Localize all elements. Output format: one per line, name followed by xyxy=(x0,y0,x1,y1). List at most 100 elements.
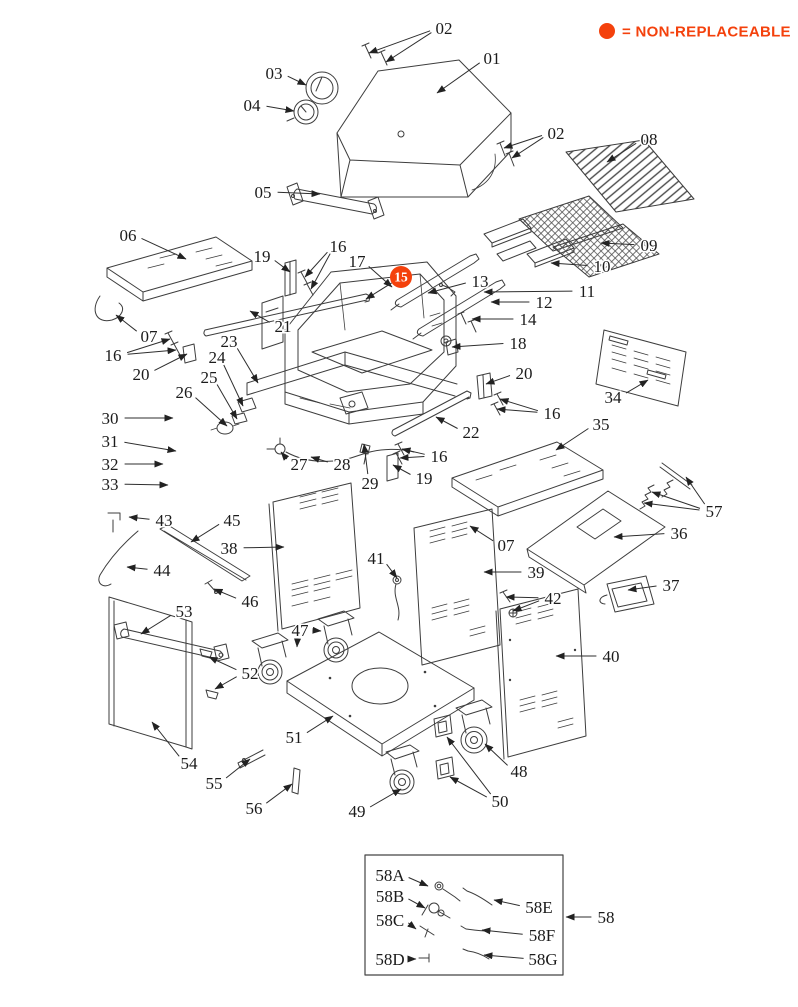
part-callout-16[interactable]: 16 xyxy=(496,398,562,425)
svg-text:19: 19 xyxy=(416,469,433,488)
part-callout-32[interactable]: 32 xyxy=(100,454,164,476)
part-callout-54[interactable]: 54 xyxy=(151,721,200,775)
part-callout-01[interactable]: 01 xyxy=(436,48,502,94)
part-callout-05[interactable]: 05 xyxy=(253,182,321,204)
part-callout-46[interactable]: 46 xyxy=(213,588,260,613)
part-callout-29[interactable]: 29 xyxy=(360,443,380,495)
part-callout-10[interactable]: 10 xyxy=(550,256,612,278)
part-callout-09[interactable]: 09 xyxy=(600,235,659,257)
part-callout-58[interactable]: 58 xyxy=(565,907,616,929)
svg-text:11: 11 xyxy=(579,282,595,301)
part-callout-39[interactable]: 39 xyxy=(483,562,546,584)
svg-text:18: 18 xyxy=(510,334,527,353)
part-callout-08[interactable]: 08 xyxy=(606,129,659,163)
part-callout-26[interactable]: 26 xyxy=(174,382,228,427)
part-callout-16[interactable]: 16 xyxy=(304,236,348,290)
part-callout-44[interactable]: 44 xyxy=(126,560,173,582)
part-callout-52[interactable]: 52 xyxy=(208,656,260,690)
handle-part xyxy=(286,182,385,220)
svg-text:12: 12 xyxy=(536,293,553,312)
part-callout-17[interactable]: 17 xyxy=(347,251,393,288)
part-callout-33[interactable]: 33 xyxy=(100,474,169,496)
part-callout-58G[interactable]: 58G xyxy=(483,949,559,971)
part-callout-02[interactable]: 02 xyxy=(503,123,566,159)
part-callout-47[interactable]: 47 xyxy=(290,620,322,648)
part-callout-57[interactable]: 57 xyxy=(643,476,725,523)
svg-text:52: 52 xyxy=(242,664,259,683)
highlighted-part-badge xyxy=(390,266,412,288)
svg-text:30: 30 xyxy=(102,409,119,428)
part-callout-15[interactable]: 15 xyxy=(365,266,412,300)
part-callout-14[interactable]: 14 xyxy=(471,309,539,331)
svg-text:16: 16 xyxy=(431,447,448,466)
svg-text:39: 39 xyxy=(528,563,545,582)
legend-text: = NON-REPLACEABLE xyxy=(622,24,791,41)
part-callout-16[interactable]: 16 xyxy=(103,338,177,367)
part-callout-13[interactable]: 13 xyxy=(427,271,490,295)
part-callout-22[interactable]: 22 xyxy=(435,416,481,444)
support-brace-part xyxy=(210,351,458,435)
part-callout-07[interactable]: 07 xyxy=(115,314,160,348)
part-callout-56[interactable]: 56 xyxy=(244,783,293,820)
part-callout-03[interactable]: 03 xyxy=(264,63,307,86)
part-callout-35[interactable]: 35 xyxy=(555,414,611,451)
part-callout-16[interactable]: 16 xyxy=(399,446,449,468)
part-callout-24[interactable]: 24 xyxy=(207,347,244,407)
part-callout-27[interactable]: 27 xyxy=(280,451,310,476)
svg-text:13: 13 xyxy=(472,272,489,291)
part-callout-28[interactable]: 28 xyxy=(310,454,352,476)
cooking-grates-part xyxy=(518,195,660,278)
svg-text:06: 06 xyxy=(120,226,137,245)
part-callout-07[interactable]: 07 xyxy=(469,525,517,557)
left-side-panel-part xyxy=(268,482,361,632)
lid-screws-part xyxy=(361,42,515,167)
part-callout-53[interactable]: 53 xyxy=(140,601,194,635)
part-callout-45[interactable]: 45 xyxy=(190,510,242,543)
base-panel-part xyxy=(286,631,475,757)
svg-text:16: 16 xyxy=(544,404,561,423)
part-callout-42[interactable]: 42 xyxy=(505,588,563,612)
heat-plates-part xyxy=(483,218,575,268)
rear-panel-part xyxy=(595,329,687,407)
part-callout-38[interactable]: 38 xyxy=(219,538,285,560)
part-callout-55[interactable]: 55 xyxy=(204,758,251,795)
part-callout-30[interactable]: 30 xyxy=(100,408,174,430)
part-callout-25[interactable]: 25 xyxy=(199,367,238,420)
part-callout-48[interactable]: 48 xyxy=(484,743,529,783)
part-callout-11[interactable]: 11 xyxy=(483,281,597,303)
part-callout-06[interactable]: 06 xyxy=(118,225,187,260)
part-callout-23[interactable]: 23 xyxy=(219,331,259,384)
part-callout-58F[interactable]: 58F xyxy=(481,925,557,947)
part-callout-04[interactable]: 04 xyxy=(242,95,295,117)
part-callout-58C[interactable]: 58C xyxy=(374,910,417,932)
part-callout-43[interactable]: 43 xyxy=(128,510,174,532)
part-callout-02[interactable]: 02 xyxy=(368,18,454,63)
legend: = NON-REPLACEABLE xyxy=(599,23,791,41)
part-callout-50[interactable]: 50 xyxy=(446,736,510,813)
part-callout-36[interactable]: 36 xyxy=(613,523,689,545)
part-callout-19[interactable]: 19 xyxy=(252,246,291,273)
part-callout-58A[interactable]: 58A xyxy=(374,865,429,887)
part-callout-58D[interactable]: 58D xyxy=(374,949,417,971)
part-callout-58E[interactable]: 58E xyxy=(493,897,554,919)
part-callout-21[interactable]: 21 xyxy=(249,310,293,338)
part-callout-12[interactable]: 12 xyxy=(490,292,554,314)
part-callout-51[interactable]: 51 xyxy=(284,715,334,749)
warming-rack-part xyxy=(565,139,695,213)
svg-text:40: 40 xyxy=(603,647,620,666)
svg-text:31: 31 xyxy=(102,432,119,451)
part-callout-37[interactable]: 37 xyxy=(627,575,682,597)
part-callout-18[interactable]: 18 xyxy=(451,333,528,355)
part-callout-20[interactable]: 20 xyxy=(131,353,188,386)
svg-text:47: 47 xyxy=(292,621,310,640)
part-callout-19[interactable]: 19 xyxy=(392,464,434,490)
part-callout-20[interactable]: 20 xyxy=(485,363,534,385)
part-callout-40[interactable]: 40 xyxy=(555,646,621,668)
part-callout-31[interactable]: 31 xyxy=(100,431,177,454)
svg-text:19: 19 xyxy=(254,247,271,266)
inner-panel-part xyxy=(413,508,501,666)
part-callout-49[interactable]: 49 xyxy=(347,788,402,823)
part-callout-58B[interactable]: 58B xyxy=(374,886,426,909)
part-callout-34[interactable]: 34 xyxy=(603,379,649,409)
part-callout-41[interactable]: 41 xyxy=(366,548,398,579)
